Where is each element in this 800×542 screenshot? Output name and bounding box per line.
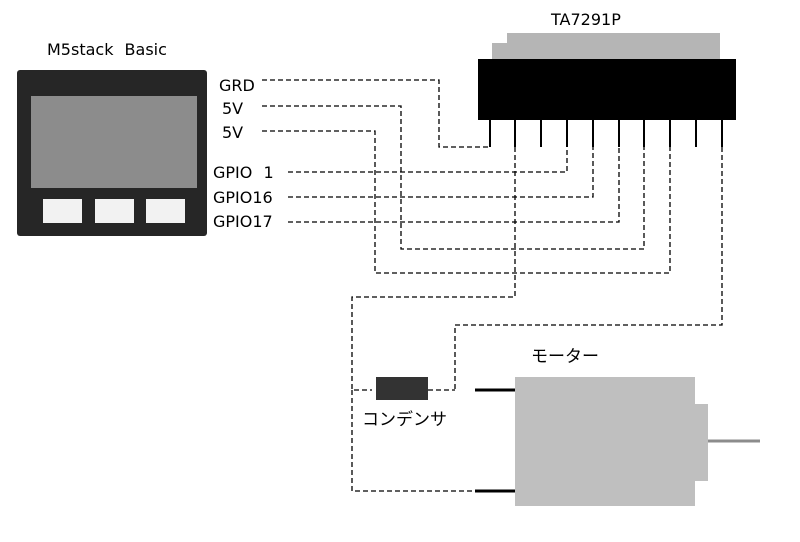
wire-5v-a [262,105,645,250]
pin-label-gpio1: GPIO 1 [213,163,274,182]
ic-upper-plate [492,43,720,59]
motor-leads [475,388,515,493]
m5stack-device [17,70,207,236]
wire-grd [262,79,490,148]
motor [515,377,760,506]
device-title: M5stack Basic [47,40,167,59]
wire-gpio17 [288,147,620,223]
device-button-c [146,199,185,223]
pin-label-5v-b: 5V [222,123,244,142]
pin-label-5v-a: 5V [222,99,244,118]
capacitor-label: コンデンサ [362,410,447,430]
device-screen [31,96,197,188]
wires [262,79,723,492]
motor-endcap [695,404,708,481]
wire-motor-bottom [351,390,475,492]
motor-body [515,377,695,506]
ic-body [478,59,736,120]
pin-label-gpio16: GPIO16 [213,188,273,207]
device-button-b [95,199,134,223]
motor-label: モーター [531,347,599,367]
ic-top-plate [507,33,720,43]
capacitor [376,377,428,400]
wire-gpio1 [288,147,568,173]
device-button-a [43,199,82,223]
ic-pins [489,120,723,147]
pin-label-grd: GRD [219,76,255,95]
wire-motor-b [454,147,723,390]
driver-ic [478,33,736,147]
pin-label-gpio17: GPIO17 [213,212,273,231]
wire-gpio16 [288,147,594,198]
wire-5v-b [262,130,671,274]
ic-title: TA7291P [551,10,621,29]
wire-motor-a [351,147,516,391]
